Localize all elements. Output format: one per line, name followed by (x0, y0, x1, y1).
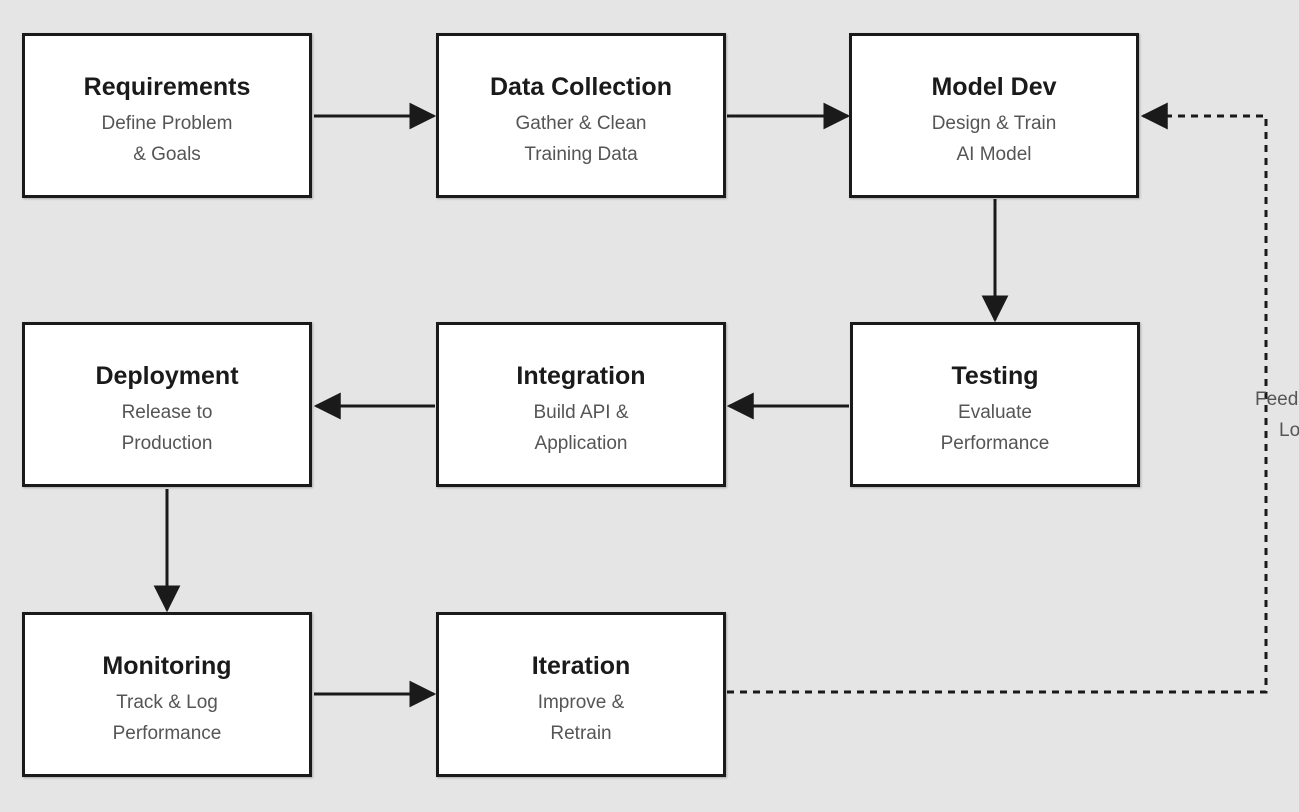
feedback-loop-label-line2: Lo (1279, 420, 1299, 441)
node-description-line: Evaluate (958, 402, 1032, 423)
node-description-line: & Goals (133, 144, 201, 165)
node-description-line: Training Data (524, 144, 638, 165)
node-title: Iteration (531, 652, 631, 680)
node-deployment[interactable]: Deployment Release to Production (22, 322, 312, 487)
node-description-line: Build API & (533, 402, 629, 423)
node-title: Deployment (95, 362, 239, 390)
node-title: Model Dev (931, 73, 1057, 101)
node-description-line: Define Problem (101, 113, 233, 134)
node-description-line: Track & Log (116, 692, 218, 713)
feedback-loop-label-line1: Feed (1255, 389, 1299, 410)
node-description-line: Application (534, 433, 628, 454)
node-description-line: Release to (121, 402, 213, 423)
feedback-loop-arrow (727, 102, 1268, 694)
node-title: Requirements (83, 73, 251, 101)
node-description-line: Improve & (537, 692, 625, 713)
node-description-line: Gather & Clean (515, 113, 647, 134)
node-data-collection[interactable]: Data Collection Gather & Clean Training … (436, 33, 726, 198)
node-model-dev[interactable]: Model Dev Design & Train AI Model (849, 33, 1139, 198)
node-title: Testing (951, 362, 1039, 390)
node-iteration[interactable]: Iteration Improve & Retrain (436, 612, 726, 777)
node-description-line: Performance (940, 433, 1050, 454)
node-title: Data Collection (490, 73, 672, 101)
node-title: Monitoring (102, 652, 232, 680)
node-monitoring[interactable]: Monitoring Track & Log Performance (22, 612, 312, 777)
node-description-line: AI Model (956, 144, 1032, 165)
node-description-line: Performance (112, 723, 222, 744)
node-description-line: Production (121, 433, 213, 454)
node-testing[interactable]: Testing Evaluate Performance (850, 322, 1140, 487)
node-description-line: Retrain (550, 723, 612, 744)
node-integration[interactable]: Integration Build API & Application (436, 322, 726, 487)
node-description-line: Design & Train (931, 113, 1057, 134)
node-title: Integration (516, 362, 646, 390)
node-requirements[interactable]: Requirements Define Problem & Goals (22, 33, 312, 198)
